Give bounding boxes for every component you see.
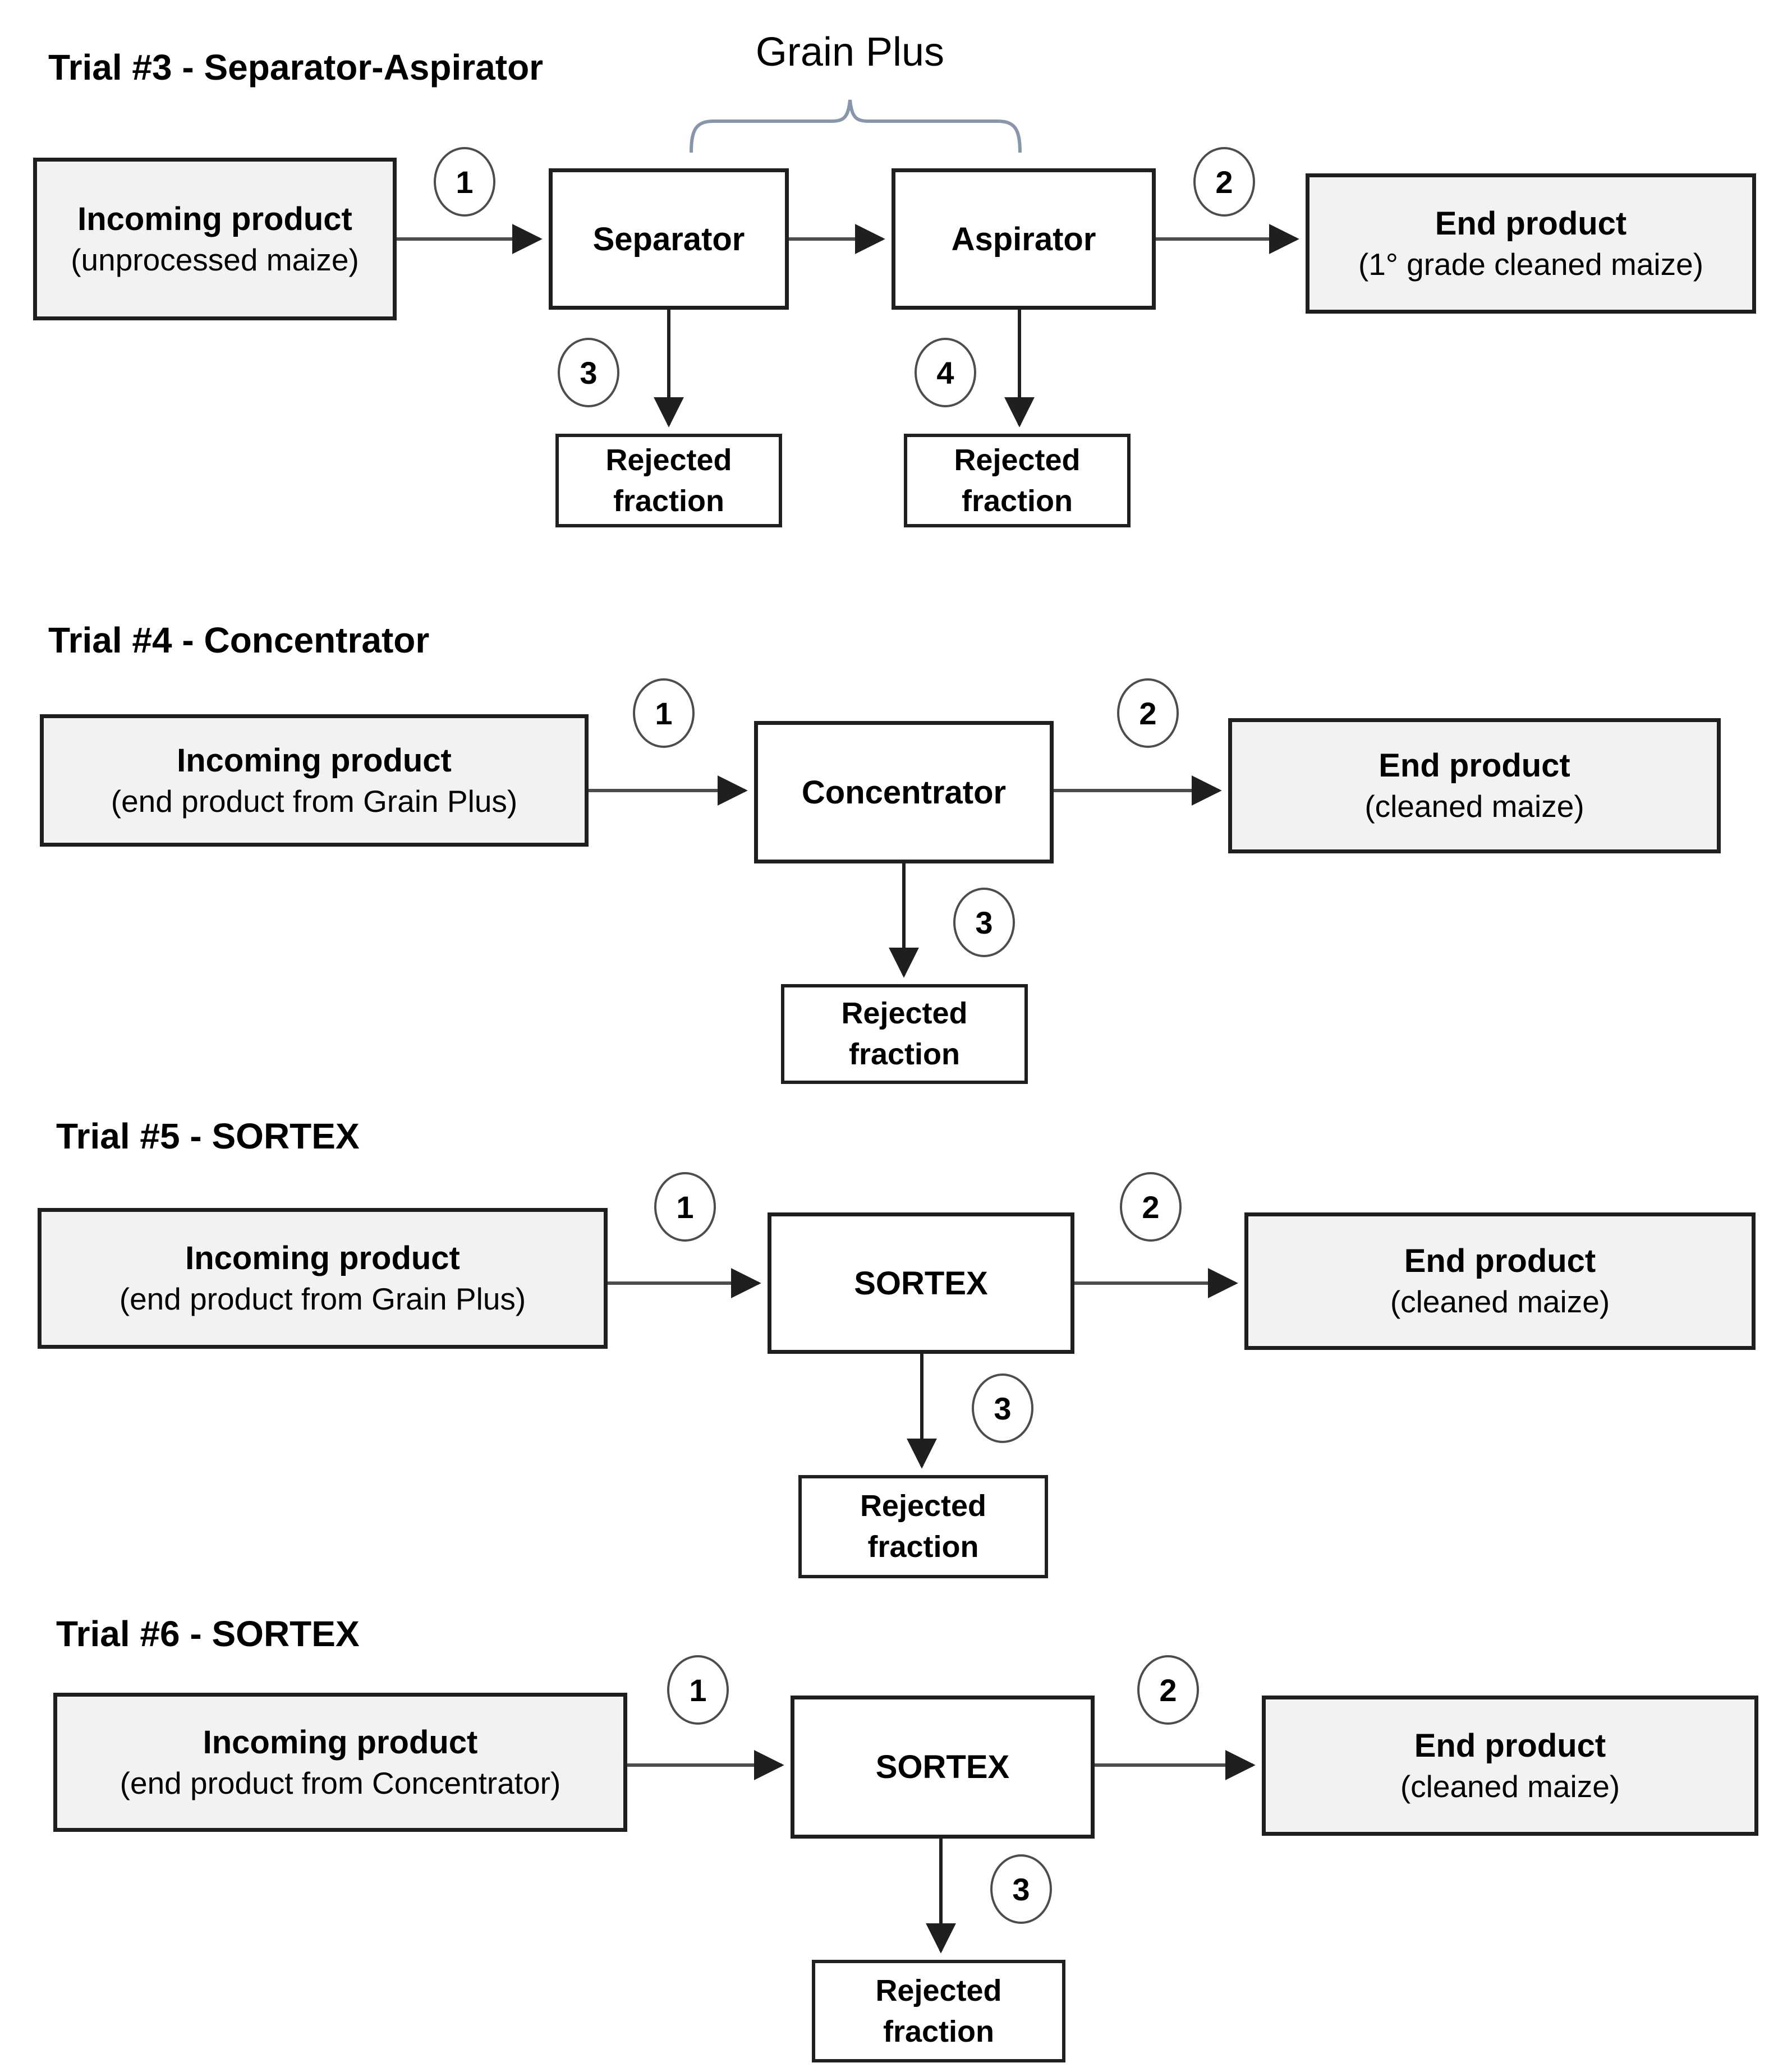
trial5-incoming-subtitle: (end product from Grain Plus) xyxy=(119,1281,526,1317)
trial6-stream-1: 1 xyxy=(667,1655,729,1725)
trial6-end-box: End product (cleaned maize) xyxy=(1262,1696,1758,1836)
trial5-sortex-label: SORTEX xyxy=(854,1265,988,1302)
trial3-rejected-box-1: Rejected fraction xyxy=(555,434,782,527)
trial6-end-subtitle: (cleaned maize) xyxy=(1400,1768,1620,1804)
trial4-title: Trial #4 - Concentrator xyxy=(48,620,430,660)
trial6-title: Trial #6 - SORTEX xyxy=(56,1614,360,1654)
trial3-end-box: End product (1° grade cleaned maize) xyxy=(1306,173,1756,314)
trial6-stream-3: 3 xyxy=(990,1854,1052,1924)
trial3-stream-2: 2 xyxy=(1193,147,1255,217)
trial4-rejected-label: Rejected fraction xyxy=(841,996,968,1071)
trial4-end-subtitle: (cleaned maize) xyxy=(1364,789,1584,824)
trial3-stream-3: 3 xyxy=(558,338,619,407)
trial6-incoming-box: Incoming product (end product from Conce… xyxy=(53,1693,627,1832)
trial3-separator-label: Separator xyxy=(592,220,745,258)
trial5-incoming-box: Incoming product (end product from Grain… xyxy=(38,1208,608,1349)
trial5-incoming-title: Incoming product xyxy=(185,1240,460,1277)
trial5-end-subtitle: (cleaned maize) xyxy=(1390,1284,1610,1320)
trial6-end-title: End product xyxy=(1414,1727,1606,1764)
trial5-end-box: End product (cleaned maize) xyxy=(1244,1212,1756,1350)
trial3-stream-1: 1 xyxy=(434,147,495,217)
trial6-stream-2: 2 xyxy=(1137,1655,1199,1725)
trial4-incoming-subtitle: (end product from Grain Plus) xyxy=(111,783,518,819)
trial3-separator-box: Separator xyxy=(549,168,789,310)
trial4-concentrator-label: Concentrator xyxy=(801,774,1007,811)
trial5-title: Trial #5 - SORTEX xyxy=(56,1116,360,1156)
trial6-sortex-label: SORTEX xyxy=(875,1749,1010,1785)
trial3-incoming-title: Incoming product xyxy=(77,200,352,237)
trial5-sortex-box: SORTEX xyxy=(768,1212,1074,1354)
trial5-rejected-label: Rejected fraction xyxy=(860,1489,987,1564)
grain-plus-label: Grain Plus xyxy=(755,30,945,75)
trial6-rejected-box: Rejected fraction xyxy=(812,1960,1065,2062)
trial3-rejected-label-1: Rejected fraction xyxy=(605,443,732,518)
trial4-end-title: End product xyxy=(1379,747,1570,784)
trial3-incoming-box: Incoming product (unprocessed maize) xyxy=(33,158,397,320)
trial6-incoming-subtitle: (end product from Concentrator) xyxy=(120,1765,561,1800)
trial3-end-title: End product xyxy=(1435,205,1627,242)
trial3-end-subtitle: (1° grade cleaned maize) xyxy=(1358,246,1704,282)
trial3-title: Trial #3 - Separator-Aspirator xyxy=(48,47,544,88)
trial6-sortex-box: SORTEX xyxy=(791,1696,1095,1839)
trial5-stream-3: 3 xyxy=(972,1373,1033,1443)
trial3-rejected-label-2: Rejected fraction xyxy=(954,443,1081,518)
trial6-incoming-title: Incoming product xyxy=(203,1724,478,1761)
trial6-rejected-label: Rejected fraction xyxy=(875,1973,1002,2048)
trial4-end-box: End product (cleaned maize) xyxy=(1228,718,1721,853)
trial4-stream-3: 3 xyxy=(953,888,1015,957)
trial4-incoming-box: Incoming product (end product from Grain… xyxy=(40,714,589,847)
trial4-concentrator-box: Concentrator xyxy=(754,721,1054,863)
trial5-end-title: End product xyxy=(1404,1243,1596,1280)
trial5-stream-1: 1 xyxy=(654,1172,716,1242)
trial5-stream-2: 2 xyxy=(1120,1172,1182,1242)
trial3-stream-4: 4 xyxy=(915,338,976,407)
trial3-aspirator-label: Aspirator xyxy=(951,220,1096,258)
trial4-stream-2: 2 xyxy=(1117,678,1179,748)
trial3-aspirator-box: Aspirator xyxy=(892,168,1156,310)
trial4-stream-1: 1 xyxy=(633,678,695,748)
trial4-rejected-box: Rejected fraction xyxy=(781,984,1028,1084)
trial3-incoming-subtitle: (unprocessed maize) xyxy=(71,242,359,277)
trial4-incoming-title: Incoming product xyxy=(177,742,452,779)
grain-plus-brace xyxy=(690,99,1022,153)
trial5-rejected-box: Rejected fraction xyxy=(798,1475,1048,1578)
trial3-rejected-box-2: Rejected fraction xyxy=(904,434,1131,527)
